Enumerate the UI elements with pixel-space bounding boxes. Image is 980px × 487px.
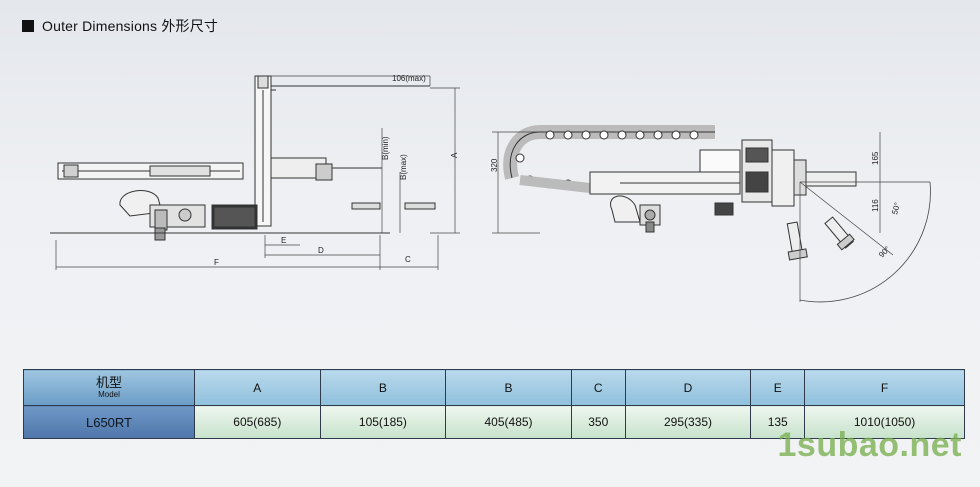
header-cell-b: B [319,369,447,406]
technical-drawing: 106(max) B(min) B(max) A E D F C [50,74,931,303]
dim-c-label: C [405,255,411,264]
section-header: Outer Dimensions 外形尺寸 [22,16,218,36]
value-cell-e: 135 [750,405,806,439]
dim-106-label: 106(max) [392,74,426,83]
right-dimension-lines [492,131,881,234]
right-view-drawing [503,125,931,303]
spec-table: 机型 Model A B B C D E F L650RT 605(685) 1… [23,369,965,439]
value-cell-c: 350 [570,405,626,439]
model-value-cell: L650RT [23,405,195,439]
header-cell-b-2: B [445,369,572,406]
square-bullet-icon [22,20,34,32]
model-header-en: Model [98,389,120,399]
header-cell-a: A [194,369,321,406]
header-cell-c: C [570,369,626,406]
dim-e-label: E [281,236,286,245]
value-cell-b-2: 405(485) [445,405,572,439]
dim-d-label: D [318,246,324,255]
dim-50-angle-label: 50° [890,201,902,215]
dim-90-angle-label: 90° [877,244,892,259]
spec-header-row: 机型 Model A B B C D E F [23,369,965,406]
dim-f-label: F [214,258,219,267]
watermark: 1subao.net [777,426,962,464]
section-title: Outer Dimensions 外形尺寸 [42,18,219,34]
value-cell-f: 1010(1050) [804,405,965,439]
header-cell-d: D [624,369,752,406]
model-header-cell: 机型 Model [23,369,195,406]
dim-bmin-label: B(min) [381,136,390,160]
left-dimension-labels: 106(max) B(min) B(max) A E D F C [214,74,459,267]
value-cell-d: 295(335) [624,405,752,439]
model-header-zh: 机型 [95,374,122,390]
dim-bmax-label: B(max) [399,154,408,180]
spec-data-row: L650RT 605(685) 105(185) 405(485) 350 29… [23,405,965,439]
header-cell-e: E [750,369,806,406]
left-dimension-lines [55,75,460,270]
value-cell-a: 605(685) [194,405,321,439]
left-view-drawing [50,75,436,241]
dim-116-label: 116 [871,199,880,212]
dim-320-label: 320 [490,158,499,172]
value-cell-b: 105(185) [319,405,447,439]
header-cell-f: F [804,369,965,406]
dim-165-label: 165 [871,151,880,165]
dim-a-label: A [450,152,459,158]
